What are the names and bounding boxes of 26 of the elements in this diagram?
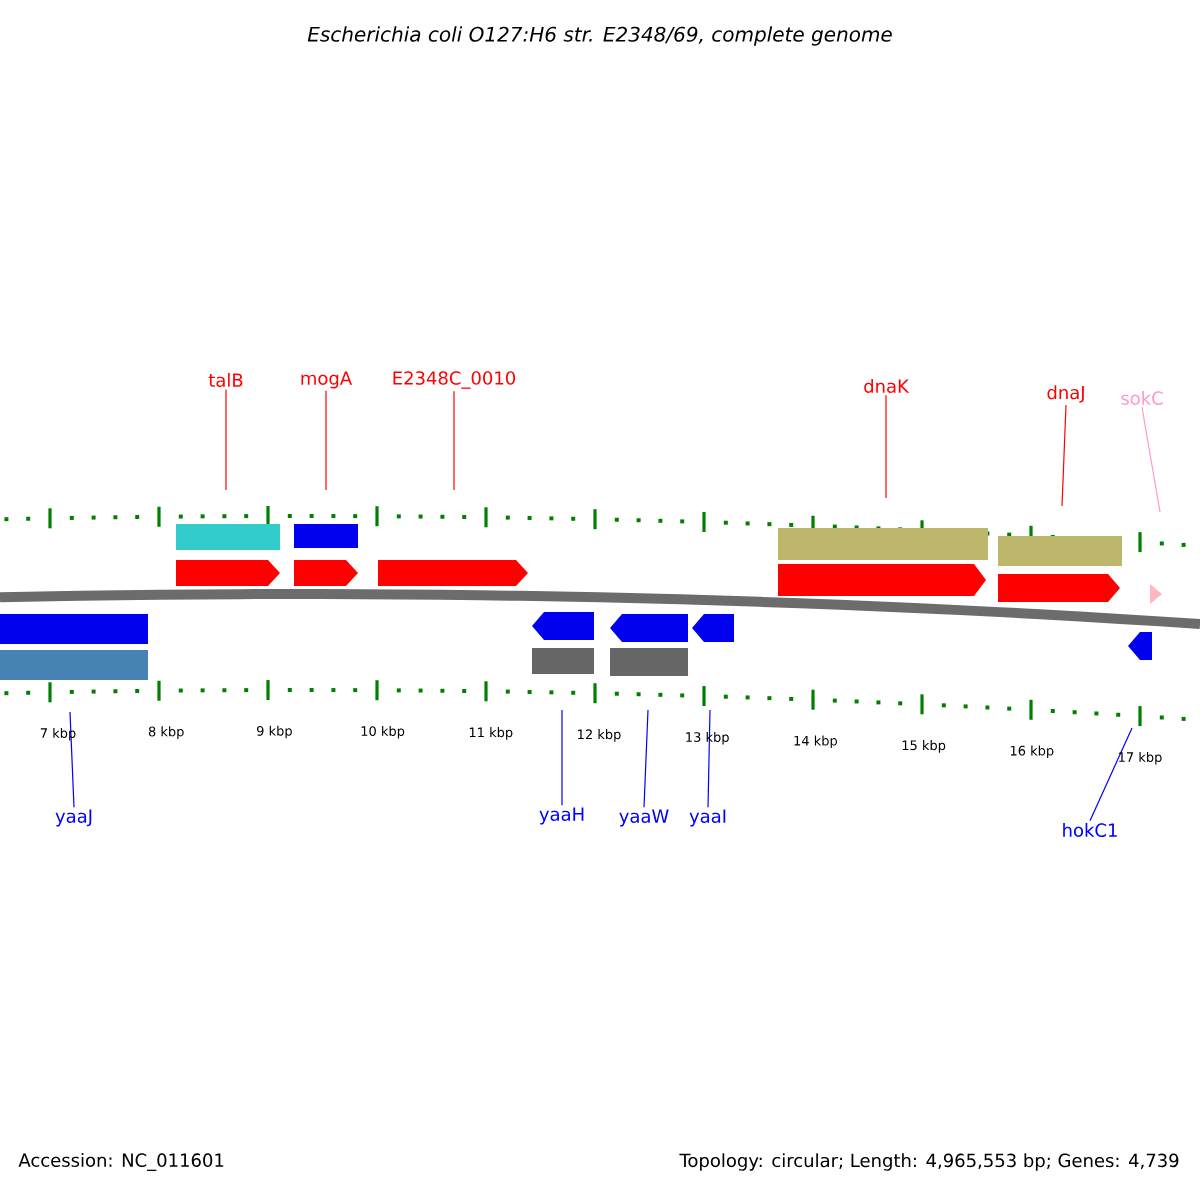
gene-label: mogA: [301, 371, 352, 389]
gene-label: yaaI: [689, 809, 726, 827]
leader-line: [453, 390, 455, 491]
gene-label: yaaH: [539, 807, 584, 825]
leader-line: [325, 390, 327, 491]
leader-line: [69, 711, 75, 808]
gene-label: talB: [208, 373, 243, 387]
gene-label: hokC1: [1063, 823, 1117, 837]
gene-label: dnaJ: [1047, 385, 1084, 403]
leader-line: [225, 388, 227, 491]
leader-line: [707, 709, 711, 808]
leader-line: [643, 709, 649, 808]
genome-info-text: Topology: circular; Length: 4,965,553 bp; Genes: 4,739: [679, 1153, 1179, 1171]
leader-line: [885, 394, 887, 499]
leader-line: [1061, 404, 1067, 507]
gene-label: dnaK: [864, 379, 910, 393]
title: Escherichia coli O127:H6 str. E2348/69, complete genome: [307, 26, 892, 46]
genome-map-drawing: [0, 506, 1200, 727]
accession-text: Accession: NC_011601: [18, 1153, 224, 1171]
leader-line: [561, 709, 563, 806]
gene-label: sokC: [1121, 391, 1163, 405]
leader-line: [1141, 406, 1161, 513]
gene-label: yaaJ: [55, 809, 92, 827]
gene-label: E2348C_0010: [393, 371, 516, 389]
leader-line: [1089, 727, 1133, 822]
gene-label: yaaW: [619, 809, 669, 827]
